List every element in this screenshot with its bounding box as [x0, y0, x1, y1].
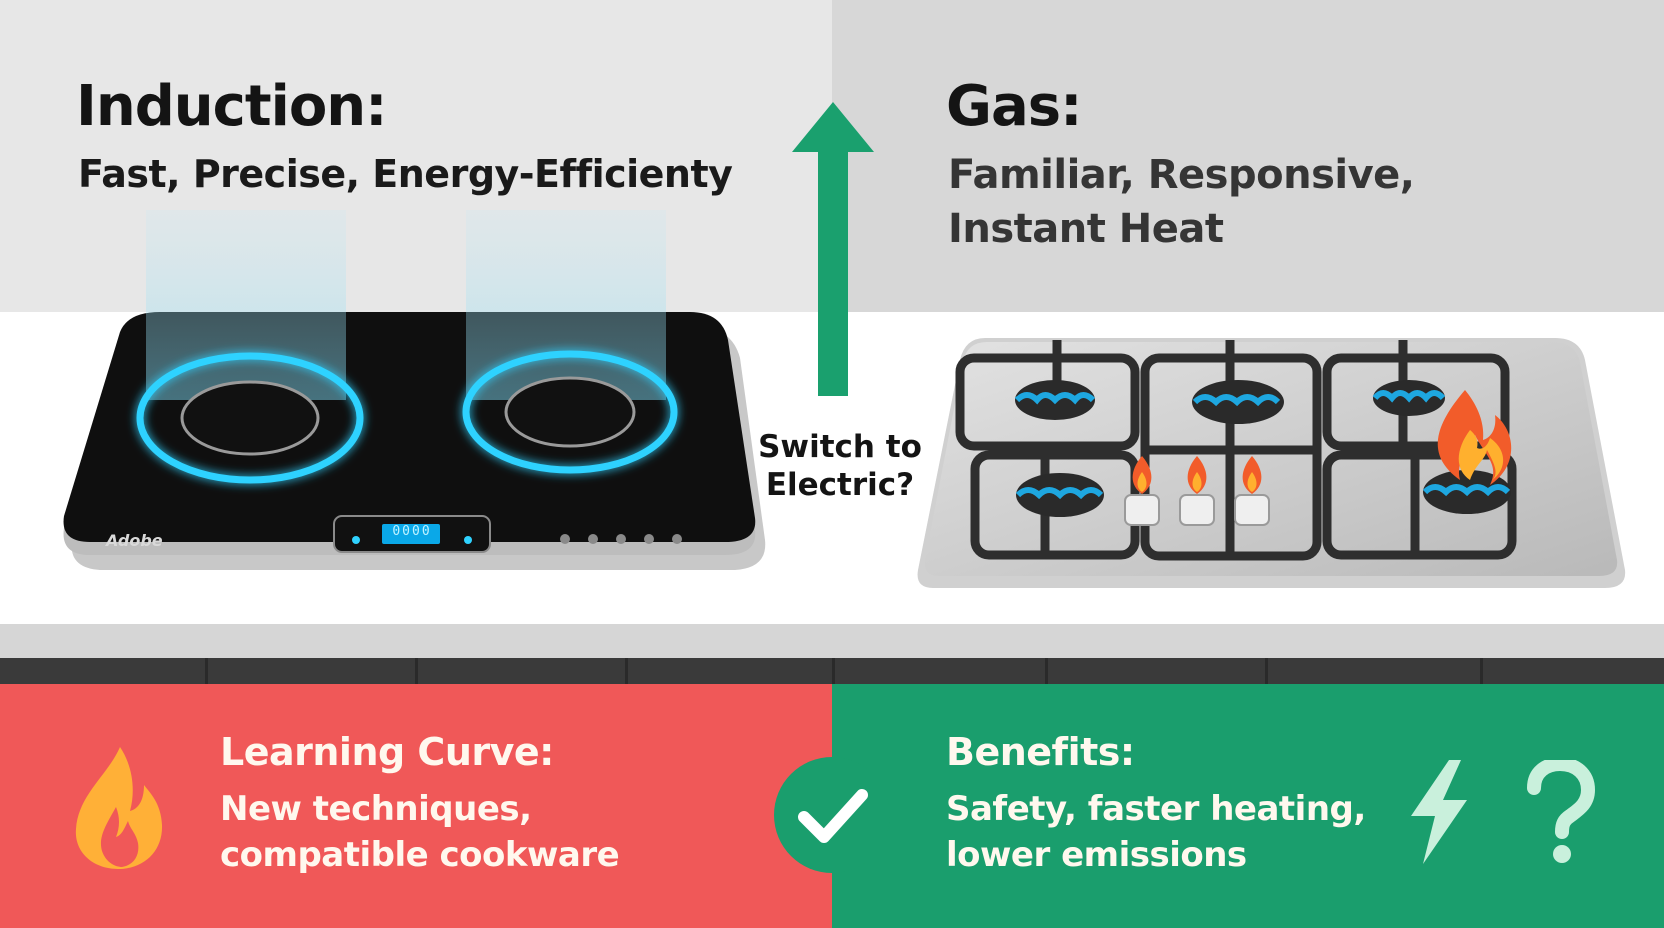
induction-burner-left	[136, 352, 364, 484]
question-mark-icon	[1527, 760, 1596, 863]
up-arrow-icon	[792, 102, 874, 396]
lightning-icon	[1411, 760, 1467, 864]
cooktop-display: 0000	[392, 524, 432, 539]
switch-question: Switch to Electric?	[740, 428, 940, 504]
gas-title: Gas:	[946, 74, 1082, 139]
benefits-line2: lower emissions	[946, 835, 1247, 875]
gas-subtitle-line1: Familiar, Responsive,	[948, 152, 1415, 198]
counter-edge	[0, 624, 1664, 658]
checkmark-icon	[774, 757, 890, 873]
induction-burner-right	[462, 350, 678, 474]
switch-question-line1: Switch to	[758, 429, 922, 465]
flame-icon	[75, 747, 163, 869]
gas-header-panel	[832, 0, 1664, 312]
induction-title: Induction:	[76, 74, 388, 139]
benefits-line1: Safety, faster heating,	[946, 789, 1366, 829]
switch-question-line2: Electric?	[765, 467, 915, 503]
gas-subtitle-line2: Instant Heat	[948, 206, 1224, 252]
cooktop-brand: Adobe	[106, 531, 163, 550]
gas-burner	[1014, 380, 1511, 517]
benefits-panel	[832, 684, 1664, 928]
learning-curve-line2: compatible cookware	[220, 835, 620, 875]
learning-curve-line1: New techniques,	[220, 789, 532, 829]
gas-cooktop	[917, 338, 1626, 588]
induction-cooktop	[63, 210, 766, 570]
learning-curve-title: Learning Curve:	[220, 730, 554, 774]
induction-header-panel	[0, 0, 832, 312]
induction-subtitle: Fast, Precise, Energy-Efficienty	[78, 152, 733, 196]
cabinet-strip	[0, 658, 1664, 684]
benefits-title: Benefits:	[946, 730, 1135, 774]
